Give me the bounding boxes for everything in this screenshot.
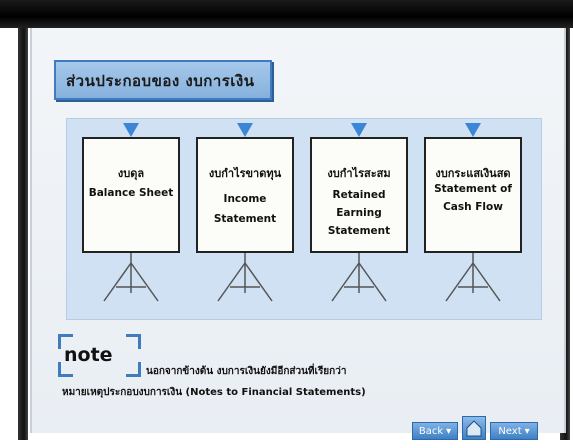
down-arrow-icon bbox=[465, 123, 481, 137]
easel-stand-icon bbox=[331, 253, 387, 302]
board-cash-flow: งบกระแสเงินสด Statement of Cash Flow bbox=[424, 123, 522, 253]
board-heading: งบดุล bbox=[117, 167, 145, 180]
next-button[interactable]: Next ▾ bbox=[490, 422, 538, 440]
board-heading: งบกระแสเงินสด bbox=[435, 167, 511, 180]
screen-pole-left bbox=[18, 20, 28, 440]
next-button-label: Next bbox=[498, 425, 522, 437]
home-button[interactable] bbox=[462, 416, 486, 440]
easel-stand-icon bbox=[445, 253, 501, 302]
chevron-down-icon: ▾ bbox=[446, 425, 452, 437]
board-retained-earnings: งบกำไรสะสม Retained Earning Statement bbox=[310, 123, 408, 253]
title-box: ส่วนประกอบของ งบการเงิน bbox=[54, 60, 272, 100]
board-balance-sheet: งบดุล Balance Sheet bbox=[82, 123, 180, 253]
board-line: Income bbox=[223, 193, 267, 205]
note-corner-icon bbox=[58, 334, 73, 349]
screen-top-rail bbox=[0, 0, 573, 28]
down-arrow-icon bbox=[123, 123, 139, 137]
board-line: Statement of bbox=[434, 183, 512, 195]
chevron-down-icon: ▾ bbox=[524, 425, 530, 437]
note-badge: note bbox=[64, 344, 113, 366]
board-income-statement: งบกำไรขาดทุน Income Statement bbox=[196, 123, 294, 253]
page-title: ส่วนประกอบของ งบการเงิน bbox=[66, 72, 255, 90]
note-text-line1: นอกจากข้างต้น งบการเงินยังมีอีกส่วนที่เร… bbox=[146, 366, 347, 377]
easel-stand-icon bbox=[103, 253, 159, 302]
board-line: Statement bbox=[327, 225, 391, 237]
note-corner-icon bbox=[58, 362, 73, 377]
note-corner-icon bbox=[126, 362, 141, 377]
board-line: Retained bbox=[332, 189, 386, 201]
board-line: Cash Flow bbox=[443, 201, 503, 213]
board-line: Earning bbox=[336, 207, 382, 219]
home-icon bbox=[466, 420, 482, 437]
back-button[interactable]: Back ▾ bbox=[412, 422, 458, 440]
note-text-line2: หมายเหตุประกอบงบการเงิน (Notes to Financ… bbox=[62, 387, 366, 398]
board-line: Statement bbox=[213, 213, 277, 225]
easel-stand-icon bbox=[217, 253, 273, 302]
back-button-label: Back bbox=[418, 425, 444, 437]
board-heading: งบกำไรสะสม bbox=[327, 167, 391, 180]
board-line: Balance Sheet bbox=[88, 187, 174, 199]
board-heading: งบกำไรขาดทุน bbox=[208, 167, 282, 180]
note-corner-icon bbox=[126, 334, 141, 349]
down-arrow-icon bbox=[351, 123, 367, 137]
down-arrow-icon bbox=[237, 123, 253, 137]
